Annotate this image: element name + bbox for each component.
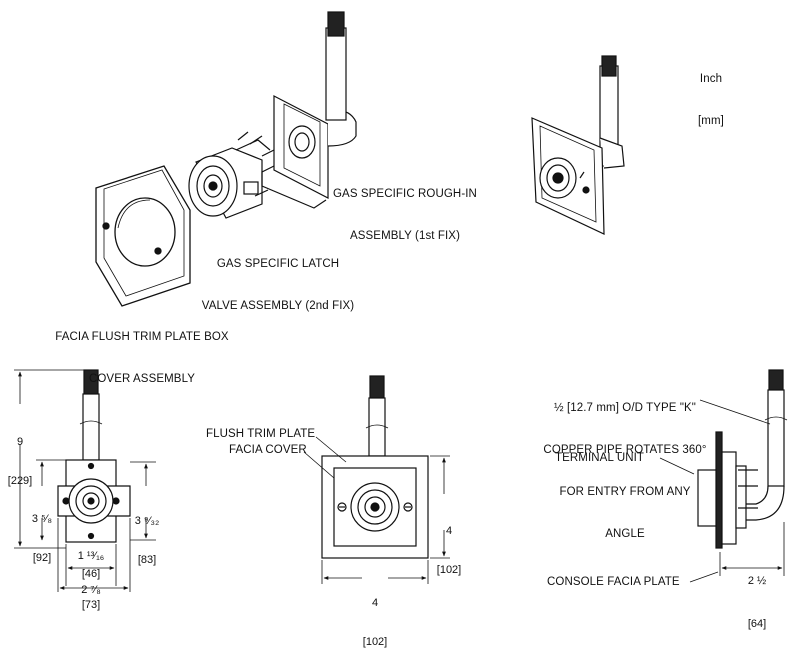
- plate-height-dim: 4 [102]: [432, 499, 466, 590]
- flange-height-mm: [83]: [137, 554, 157, 566]
- box-width-in: 1 ¹³⁄₁₆: [77, 550, 105, 562]
- box-height-dim: 3 ⁵⁄₈ [92]: [24, 487, 60, 578]
- rough-in-assembly-iso: [261, 11, 357, 209]
- overall-height-in: 9: [16, 436, 24, 448]
- box-width-mm: [46]: [81, 568, 101, 580]
- latch-valve-line-2: VALVE ASSEMBLY (2nd FIX): [201, 300, 355, 312]
- flange-height-in: 3 ⁹⁄₃₂: [134, 515, 160, 527]
- front-view-drawing: [321, 375, 429, 559]
- latch-valve-assembly-iso: [188, 131, 275, 219]
- flush-trim-plate-label: FLUSH TRIM PLATE: [206, 428, 316, 440]
- plate-width-mm: [102]: [362, 636, 388, 648]
- plate-width-dim: 4 [102]: [358, 571, 392, 662]
- overall-height-dim: 9 [229]: [4, 410, 36, 501]
- box-height-in: 3 ⁵⁄₈: [31, 513, 53, 525]
- units-label: Inch [mm]: [694, 44, 728, 142]
- facia-box-callout: FACIA FLUSH TRIM PLATE BOX COVER ASSEMBL…: [50, 302, 234, 400]
- rough-in-line-2: ASSEMBLY (1st FIX): [349, 230, 461, 242]
- flange-width-mm: [73]: [81, 599, 101, 611]
- plate-width-in: 4: [371, 597, 379, 609]
- facia-cover-label: FACIA COVER: [229, 444, 307, 456]
- copper-pipe-line-3: FOR ENTRY FROM ANY: [559, 486, 691, 498]
- flange-width-in: 2 ⁷⁄₈: [81, 584, 101, 596]
- depth-mm: [64]: [747, 618, 767, 630]
- plate-height-in: 4: [445, 525, 453, 537]
- console-facia-plate-label: CONSOLE FACIA PLATE: [547, 576, 680, 588]
- units-secondary: [mm]: [698, 115, 724, 127]
- copper-pipe-line-4: ANGLE: [605, 528, 645, 540]
- copper-pipe-line-1: ½ [12.7 mm] O/D TYPE "K": [553, 402, 696, 414]
- facia-trim-plate-iso: [95, 165, 191, 307]
- technical-drawing: [14, 11, 788, 592]
- latch-valve-callout: GAS SPECIFIC LATCH VALVE ASSEMBLY (2nd F…: [198, 229, 358, 327]
- rough-in-line-1: GAS SPECIFIC ROUGH-IN: [333, 188, 477, 200]
- side-view-dimension-lines: [659, 399, 785, 583]
- depth-dim: 2 ½ [64]: [738, 549, 776, 644]
- flange-height-dim: 3 ⁹⁄₃₂ [83]: [128, 489, 166, 580]
- side-view-drawing: [697, 369, 788, 549]
- assembled-iso-view: [531, 55, 625, 235]
- front-view-dimension-lines: [303, 436, 450, 584]
- facia-box-line-2: COVER ASSEMBLY: [88, 373, 195, 385]
- rough-in-callout: GAS SPECIFIC ROUGH-IN ASSEMBLY (1st FIX): [330, 159, 480, 257]
- depth-in: 2 ½: [747, 575, 767, 587]
- box-height-mm: [92]: [32, 552, 52, 564]
- units-primary: Inch: [699, 73, 723, 85]
- plate-height-mm: [102]: [436, 564, 462, 576]
- latch-valve-line-1: GAS SPECIFIC LATCH: [216, 258, 340, 270]
- copper-pipe-callout: ½ [12.7 mm] O/D TYPE "K" COPPER PIPE ROT…: [540, 373, 710, 555]
- facia-box-line-1: FACIA FLUSH TRIM PLATE BOX: [55, 331, 229, 343]
- copper-pipe-line-2: COPPER PIPE ROTATES 360°: [543, 444, 707, 456]
- rear-view-dimension-lines: [14, 369, 156, 592]
- overall-height-mm: [229]: [7, 475, 33, 487]
- rear-view-drawing: [57, 369, 131, 543]
- terminal-unit-label: TERMINAL UNIT: [555, 452, 645, 464]
